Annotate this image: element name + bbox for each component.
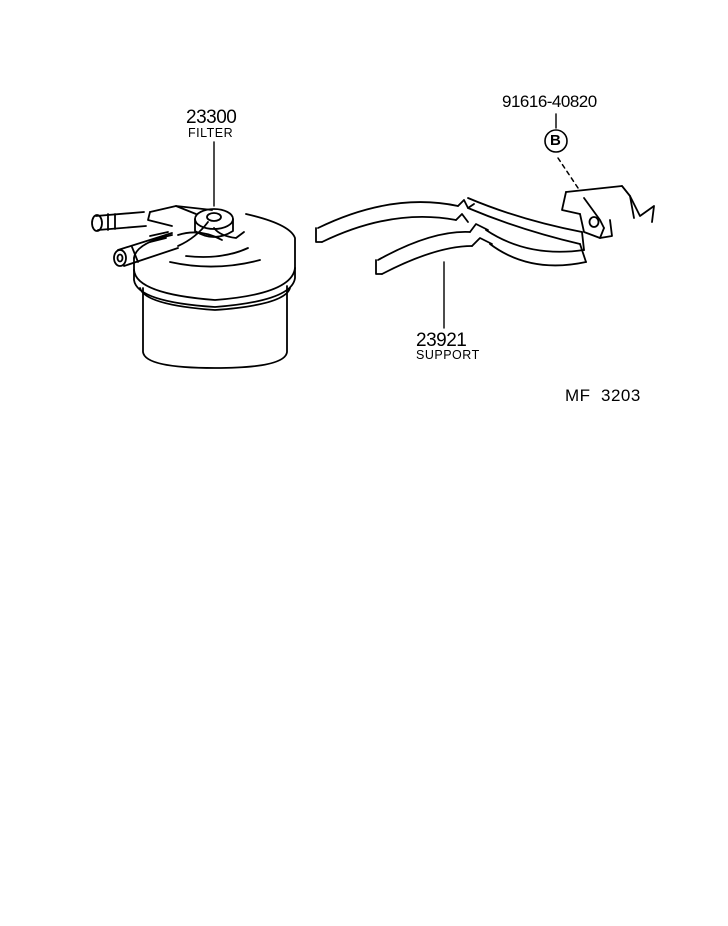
bolt-part-number: 91616-40820 xyxy=(502,92,597,111)
support-part-number: 23921 xyxy=(416,330,467,351)
support-part-name: SUPPORT xyxy=(416,348,480,362)
figure-code: MF 3203 xyxy=(565,386,641,405)
fuel-filter-drawing xyxy=(91,141,296,369)
bolt-marker-circle xyxy=(544,129,568,153)
filter-part-name: FILTER xyxy=(188,126,234,140)
support-bracket-drawing xyxy=(315,113,655,329)
bolt-marker-letter: B xyxy=(550,132,561,149)
filter-part-number: 23300 xyxy=(186,107,237,128)
